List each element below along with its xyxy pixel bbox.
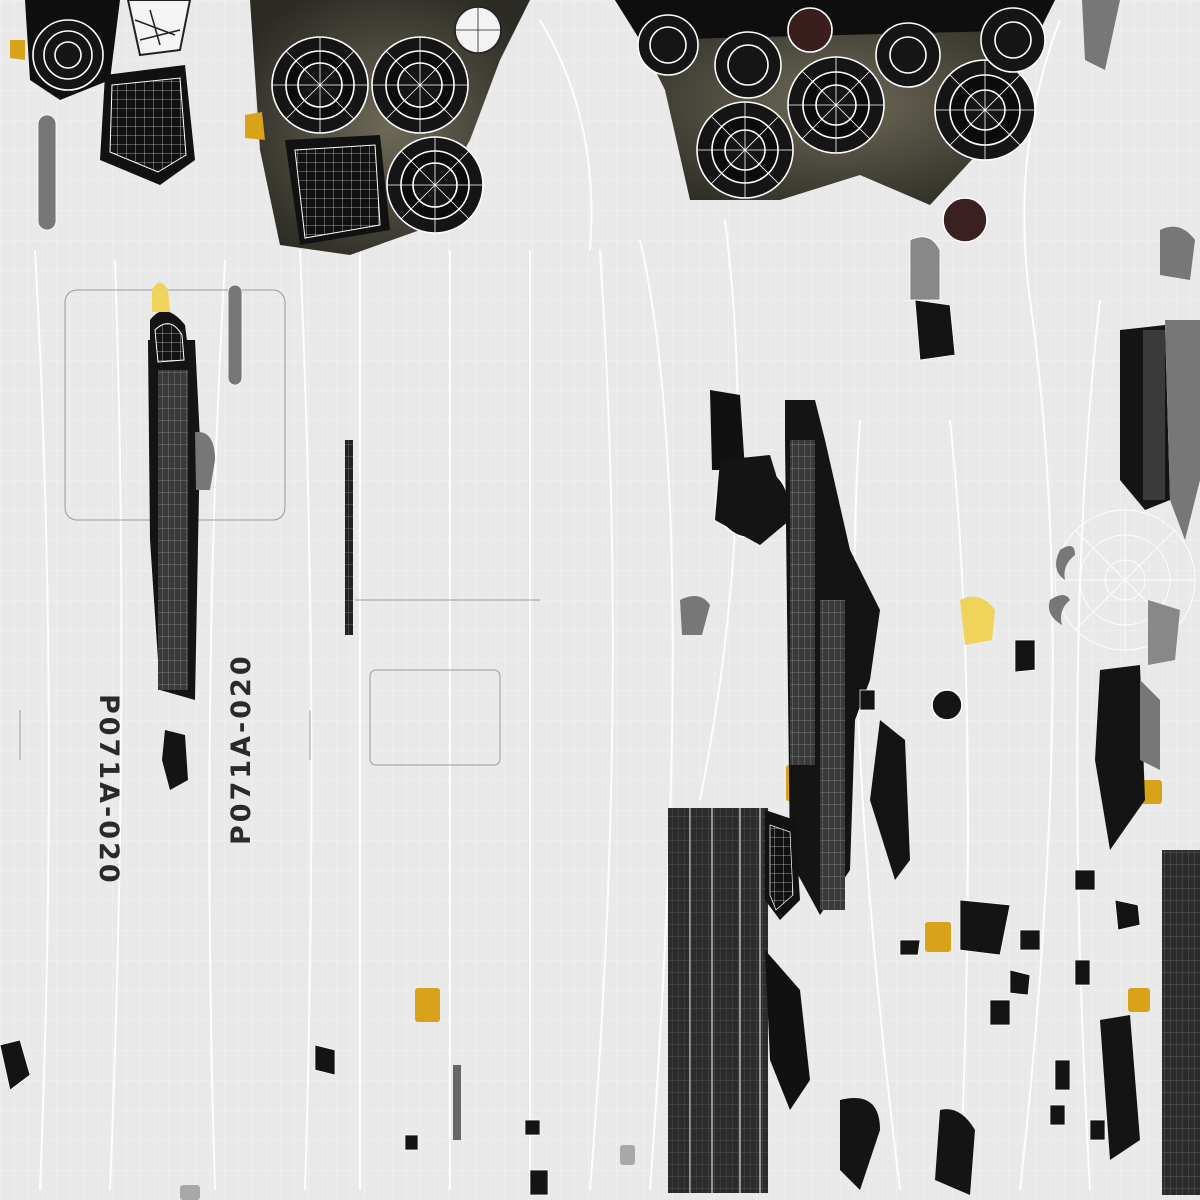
wing-panels [668, 808, 975, 1195]
right-spine [710, 390, 910, 915]
uv-seams [34, 19, 1101, 1191]
left-spine [148, 311, 200, 790]
grey-blob-mid [680, 596, 710, 635]
radial-mesh [1054, 509, 1196, 651]
registration-text-right: P071A-020 [226, 653, 257, 845]
grey-crescent-2 [1048, 595, 1070, 625]
registration-text-left: P071A-020 [93, 694, 124, 886]
scattered-shards [0, 299, 1141, 1196]
grey-pillar-top-right [909, 236, 941, 301]
turbine-spokes [272, 7, 1035, 233]
grey-crescent-1 [1056, 546, 1075, 580]
grey-block-right [1148, 600, 1180, 665]
grey-pillars-left [37, 114, 243, 386]
registration-right: P071A-020 [226, 653, 257, 845]
grey-cap-left [195, 431, 215, 490]
right-edge-strips [1082, 0, 1200, 1195]
pale-gold-tag-left [152, 282, 170, 312]
light-grey-bits [180, 1065, 635, 1200]
registration-left: P071A-020 [93, 694, 124, 886]
